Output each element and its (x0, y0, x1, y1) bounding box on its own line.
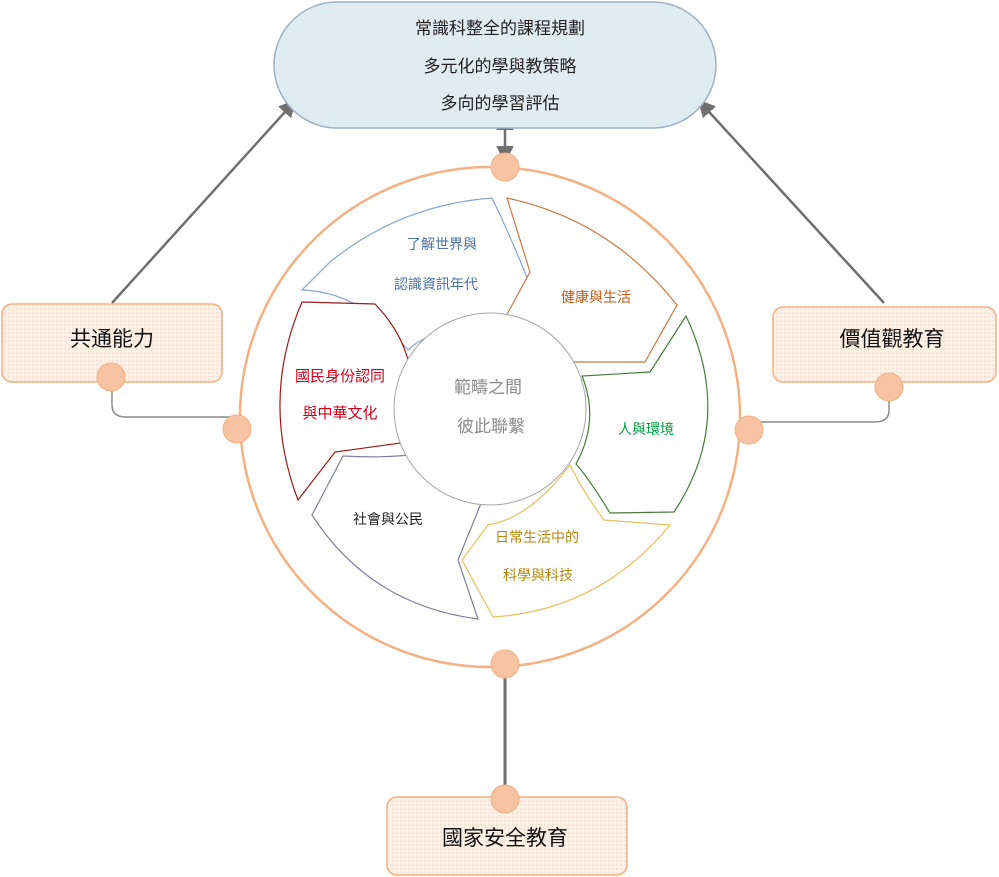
top-box-line-3: 多向的學習評估 (441, 94, 560, 114)
segment-health-label: 健康與生活 (561, 289, 631, 306)
segment-science-label-2: 科學與科技 (503, 568, 573, 584)
arrow-right-to-top (697, 99, 885, 304)
right-connector (748, 388, 890, 423)
segment-world-label-2: 認識資訊年代 (394, 277, 478, 293)
node-bottom (490, 649, 520, 679)
inner-circle (393, 312, 587, 506)
center-line-1: 範疇之間 (454, 378, 522, 398)
node-ring-right (734, 415, 764, 445)
segment-science (461, 463, 672, 618)
top-box-line-2: 多元化的學與教策略 (424, 57, 577, 77)
node-right-box (874, 372, 904, 402)
center-line-2: 彼此聯繫 (457, 417, 525, 437)
node-bottom-box (490, 784, 520, 814)
segment-science-label-1: 日常生活中的 (495, 530, 579, 546)
segment-env (575, 314, 709, 514)
node-left-box (96, 362, 126, 392)
node-top (490, 152, 520, 182)
left-connector (111, 377, 236, 418)
segment-society-label: 社會與公民 (353, 512, 423, 528)
segment-world-label-1: 了解世界與 (407, 237, 477, 253)
left-box-label: 共通能力 (70, 327, 154, 351)
node-ring-left (222, 414, 252, 444)
segment-identity-label-2: 與中華文化 (302, 404, 377, 422)
top-box (273, 1, 717, 129)
right-box-label: 價值觀教育 (840, 327, 945, 351)
segment-env-label: 人與環境 (618, 422, 674, 438)
segment-identity-label-1: 國民身份認同 (295, 367, 385, 385)
top-box-line-1: 常識科整全的課程規劃 (415, 19, 585, 39)
arrow-left-to-top (111, 99, 297, 304)
bottom-box-label: 國家安全教育 (442, 826, 568, 850)
